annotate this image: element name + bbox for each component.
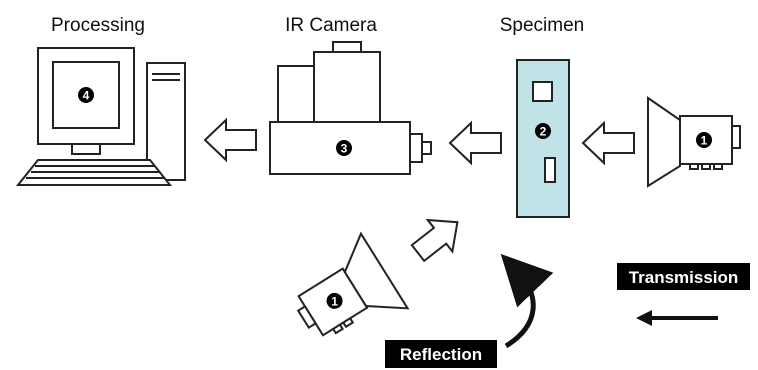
source-transmission-marker: 1 — [696, 132, 712, 148]
specimen-marker: 2 — [535, 123, 551, 139]
transmission-badge: Transmission — [617, 263, 750, 290]
radiation-arrow-to-camera — [448, 120, 502, 166]
reflection-curve-arrow — [500, 253, 554, 349]
source-reflection-marker — [326, 292, 343, 309]
transmission-direction-arrow — [636, 310, 718, 326]
computer-icon — [15, 47, 186, 186]
excitation-arrow-reflection — [410, 218, 459, 263]
ir-camera-marker: 3 — [336, 140, 352, 156]
svg-text:3: 3 — [341, 142, 348, 156]
svg-text:2: 2 — [540, 125, 547, 139]
processing-marker: 4 — [78, 87, 94, 103]
svg-text:1: 1 — [701, 134, 708, 148]
processing-title: Processing — [51, 15, 145, 36]
defect-square — [532, 81, 553, 102]
svg-text:Reflection: Reflection — [400, 345, 482, 364]
heat-source-reflection-icon: 1 — [296, 231, 410, 337]
data-flow-arrow — [203, 117, 257, 163]
reflection-badge: Reflection — [385, 340, 497, 368]
svg-text:4: 4 — [83, 89, 90, 103]
specimen-title: Specimen — [500, 15, 585, 36]
heat-source-transmission-icon — [647, 96, 741, 188]
svg-text:Transmission: Transmission — [629, 268, 739, 287]
excitation-arrow-to-specimen — [581, 120, 635, 166]
ir-camera-icon — [269, 41, 432, 175]
ir-camera-title: IR Camera — [285, 15, 377, 36]
defect-slot — [544, 157, 556, 183]
svg-text:1: 1 — [331, 294, 338, 308]
